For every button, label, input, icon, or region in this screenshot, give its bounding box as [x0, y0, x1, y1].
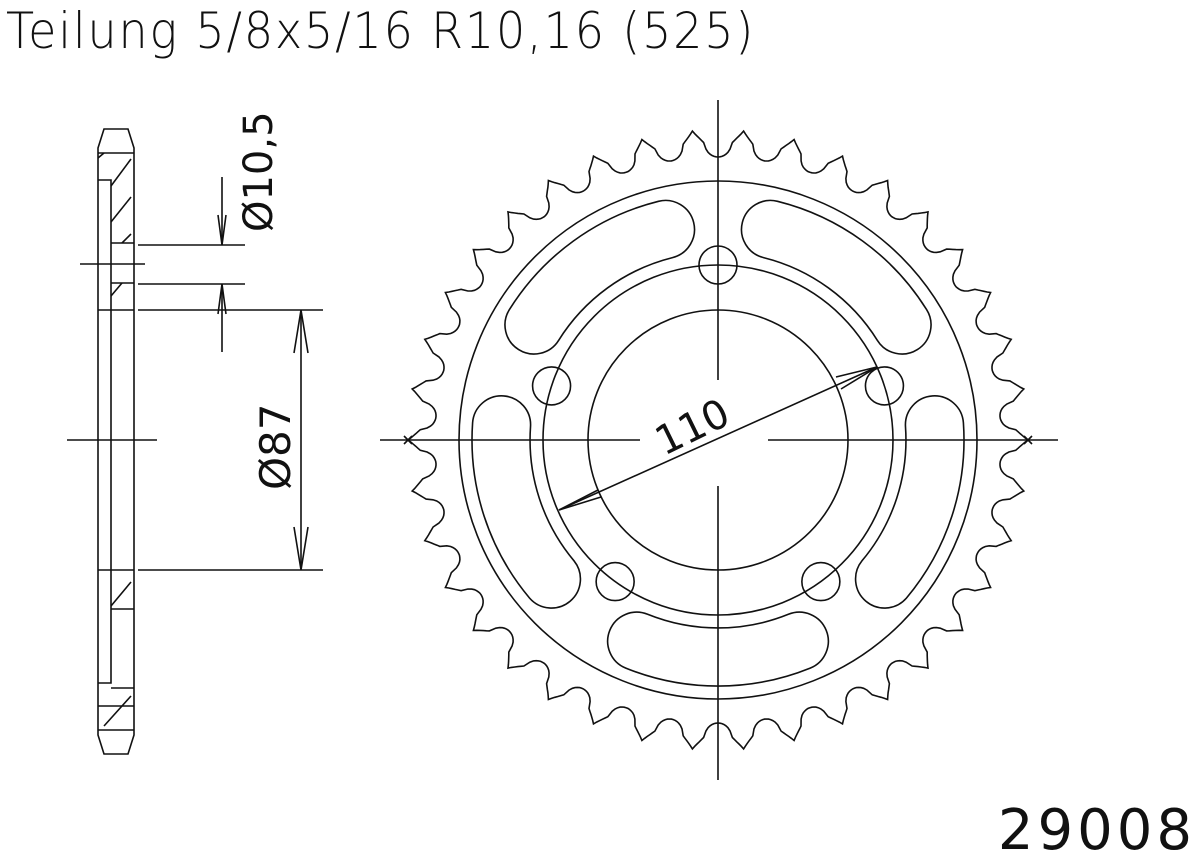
- center-bore-diameter-label: Ø87: [251, 403, 300, 490]
- bolt-hole: [801, 561, 841, 602]
- dimension-arrow: [558, 489, 602, 511]
- lightening-slot: [606, 611, 830, 687]
- sprocket-front-view: [380, 100, 1058, 780]
- tip-marker: [1023, 435, 1033, 445]
- part-number: 29008: [997, 798, 1196, 863]
- drawing-title: Teilung 5/8x5/16 R10,16 (525): [6, 2, 756, 60]
- bolt-circle-dimension-line: [558, 366, 878, 511]
- side-profile-view: [67, 128, 323, 755]
- bolt-hole: [595, 561, 635, 602]
- lightening-slot: [471, 395, 582, 609]
- lightening-slot: [854, 395, 965, 609]
- dimension-arrow: [835, 366, 878, 390]
- bolt-hole: [864, 366, 905, 406]
- bolt-hole-diameter-label: Ø10,5: [236, 111, 282, 232]
- lightening-slot: [740, 199, 932, 355]
- bolt-hole: [531, 366, 572, 406]
- lightening-slot: [504, 199, 696, 355]
- tip-marker: [403, 435, 413, 445]
- bolt-circle-diameter-label: 110: [648, 390, 737, 465]
